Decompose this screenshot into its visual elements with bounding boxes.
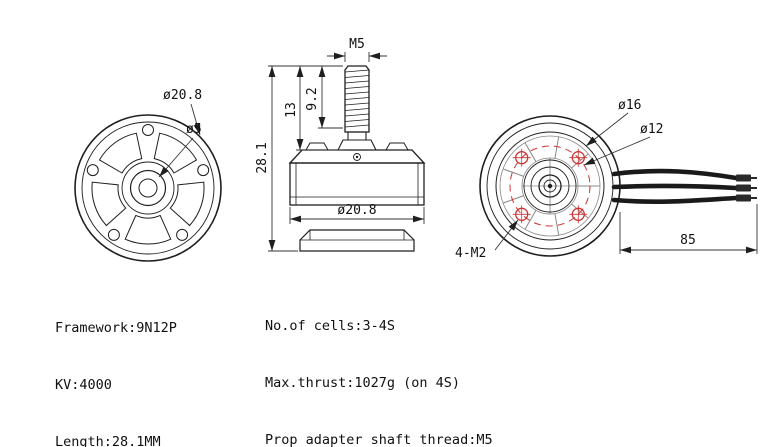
dim-label-bolt-circle: ø12: [640, 122, 663, 137]
spec-list-right: No.of cells:3-4S Max.thrust:1027g (on 4S…: [265, 279, 517, 447]
rear-view: ø16 ø12 4-M2 85: [455, 98, 758, 261]
spec-framework: Framework:9N12P: [55, 320, 177, 336]
spec-cells: No.of cells:3-4S: [265, 318, 396, 334]
front-view-leaders: [158, 103, 201, 178]
mount-flange: [299, 229, 415, 252]
shaft-thread-lines: [344, 69, 370, 128]
dim-28-1: [268, 66, 298, 252]
dim-label-front-shaft: ø5: [186, 122, 202, 137]
bell-outer-circle: [74, 114, 222, 262]
bolt-circle-red: [509, 145, 591, 227]
rear-view-leaders: [494, 112, 651, 251]
shaft-outline: [344, 65, 370, 133]
dim-9-2: [268, 65, 343, 129]
label-mount-holes: 4-M2: [455, 246, 486, 261]
cap-rib-right: [385, 142, 409, 151]
dim-label-bell-dia: ø16: [618, 98, 641, 113]
dim-wire-length: [619, 204, 758, 254]
rear-bell-circle: [495, 131, 605, 241]
side-view: M5 9.2 13 28.1: [255, 37, 426, 252]
dim-label-28-1: 28.1: [255, 142, 270, 173]
spec-max-thrust: Max.thrust:1027g (on 4S): [265, 375, 461, 391]
dim-m5: [327, 52, 387, 62]
spec-shaft-thread: Prop adapter shaft thread:M5: [265, 432, 493, 447]
dim-label-wire-length: 85: [680, 233, 696, 248]
bell-cutouts: [91, 132, 205, 245]
shaft-hole-circle: [129, 169, 167, 207]
mount-hole-crosshairs: [512, 148, 588, 224]
dim-body-dia: [289, 207, 425, 224]
dim-label-front-outer: ø20.8: [163, 88, 202, 103]
hub-circle: [121, 161, 175, 215]
body-wall-lines: [290, 163, 424, 205]
rear-bearing: [522, 158, 578, 214]
shaft-center-circle: [138, 178, 158, 198]
dim-label-m5: M5: [349, 37, 365, 52]
bell-inner-rim-circle: [81, 121, 215, 255]
spec-length: Length:28.1MM: [55, 434, 161, 447]
front-view: ø20.8 ø5: [74, 88, 222, 262]
bell-screw-holes: [86, 124, 210, 241]
spec-kv: KV:4000: [55, 377, 112, 393]
cap-screw-dot: [355, 155, 359, 159]
dim-label-body-dia: ø20.8: [337, 203, 376, 218]
wire-connectors: [736, 174, 757, 202]
spec-list-left: Framework:9N12P KV:4000 Length:28.1MM Di…: [55, 281, 177, 447]
flange-detail-lines: [300, 230, 414, 241]
dim-13: [296, 66, 343, 151]
motor-body: [289, 162, 425, 206]
dim-label-13: 13: [284, 102, 299, 118]
shaft-base-collar: [337, 139, 377, 151]
cap-rib-left: [305, 142, 329, 151]
dim-label-9-2: 9.2: [305, 87, 320, 110]
motor-wires: [611, 168, 739, 205]
cap-screw-circle: [353, 153, 361, 161]
